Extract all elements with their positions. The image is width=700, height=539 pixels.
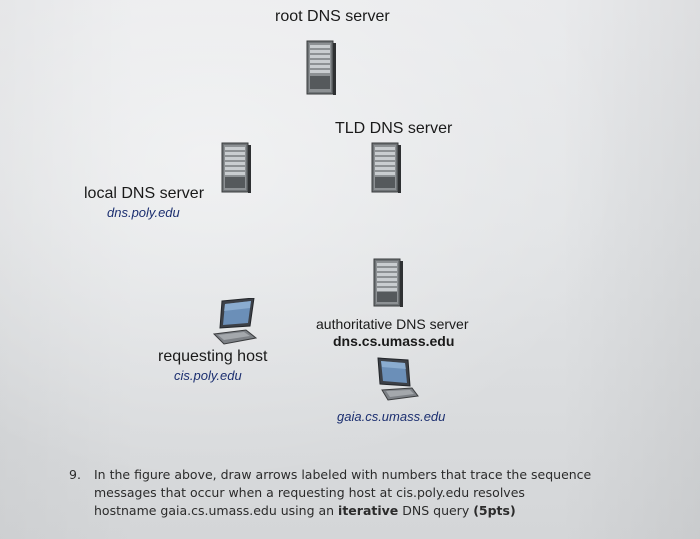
local-server-host: dns.poly.edu (107, 205, 180, 220)
local-server-icon (221, 142, 251, 193)
question-line-3-middle: DNS query (398, 503, 474, 518)
requesting-host-computer-icon (212, 298, 258, 345)
local-server-label: local DNS server (84, 185, 205, 202)
question-block: 9. In the figure above, draw arrows labe… (69, 466, 602, 520)
root-server-icon (306, 40, 336, 95)
authoritative-server-icon (373, 258, 403, 307)
root-server-label: root DNS server (275, 8, 390, 25)
tld-server-label: TLD DNS server (335, 120, 453, 137)
authoritative-server-host: dns.cs.umass.edu (333, 333, 455, 349)
target-host-computer-icon (377, 357, 419, 401)
question-iterative-keyword: iterative (338, 503, 399, 518)
requesting-host-label: requesting host (158, 348, 268, 365)
question-line-3-start: hostname gaia.cs.umass.edu using an (94, 503, 339, 518)
question-line-2: messages that occur when a requesting ho… (94, 485, 525, 500)
question-line-1: In the figure above, draw arrows labeled… (94, 467, 592, 482)
question-line-3: hostname gaia.cs.umass.edu using an iter… (82, 502, 602, 520)
authoritative-server-label: authoritative DNS server (316, 316, 469, 332)
question-points: (5pts) (473, 503, 516, 518)
question-number: 9. (69, 467, 81, 482)
target-host-name: gaia.cs.umass.edu (337, 409, 446, 424)
tld-server-icon (371, 142, 401, 193)
requesting-host-name: cis.poly.edu (174, 368, 242, 383)
